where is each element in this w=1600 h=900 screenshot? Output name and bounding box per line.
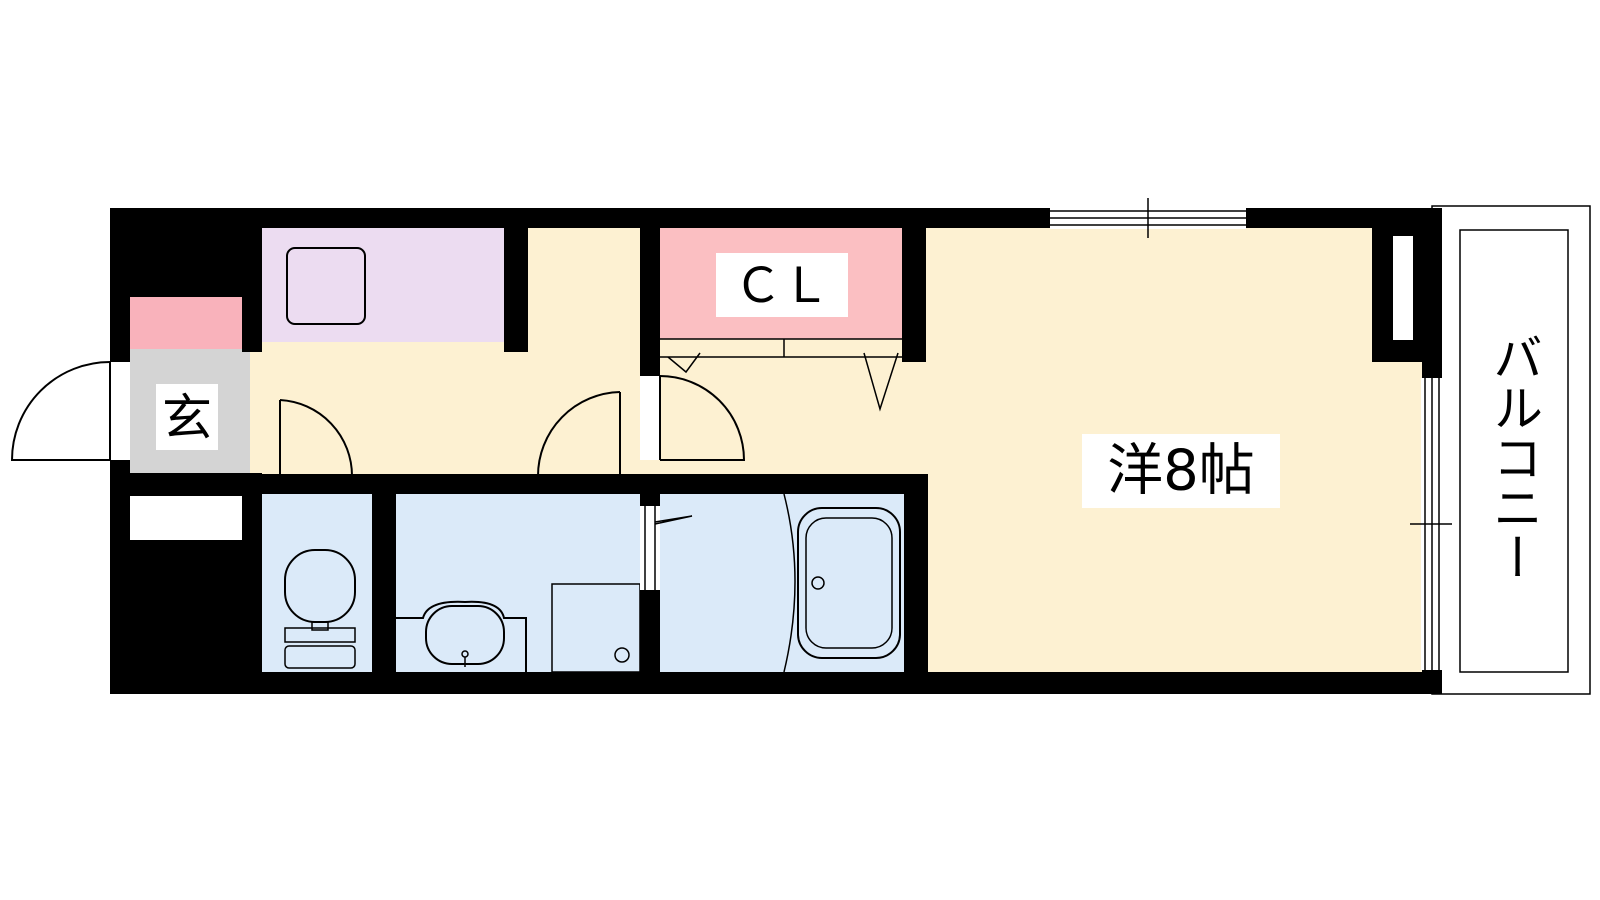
bathroom <box>660 494 904 672</box>
balcony-floor <box>1459 229 1569 673</box>
washroom-door <box>537 391 621 477</box>
bathtub-icon <box>783 493 901 673</box>
locker-cutout <box>130 496 242 540</box>
shoe-storage <box>130 297 242 349</box>
washbasin-icon <box>396 600 527 672</box>
bathroom-door <box>640 506 693 590</box>
pillar-cutout <box>1393 236 1413 340</box>
genkan-label-group: 玄 <box>156 384 218 450</box>
hall-door <box>640 375 746 461</box>
window-top <box>1050 198 1246 238</box>
balcony-label-group: バルコニー <box>1478 292 1550 622</box>
closet-label-group: ＣＬ <box>716 253 848 317</box>
closet-door-icon-2 <box>863 352 899 412</box>
balcony-label: バルコニー <box>1485 332 1543 582</box>
western-room-label: 洋8帖 <box>1107 439 1255 504</box>
washroom <box>396 494 640 672</box>
toilet-door <box>279 399 354 477</box>
entrance-door <box>10 361 130 461</box>
sink-icon <box>286 247 366 325</box>
balcony-door <box>1410 378 1452 670</box>
western-room-label-group: 洋8帖 <box>1082 434 1280 508</box>
closet-label: ＣＬ <box>734 258 830 314</box>
closet-door-icon <box>667 352 701 374</box>
toilet-icon <box>284 549 356 669</box>
genkan-label: 玄 <box>162 389 212 447</box>
